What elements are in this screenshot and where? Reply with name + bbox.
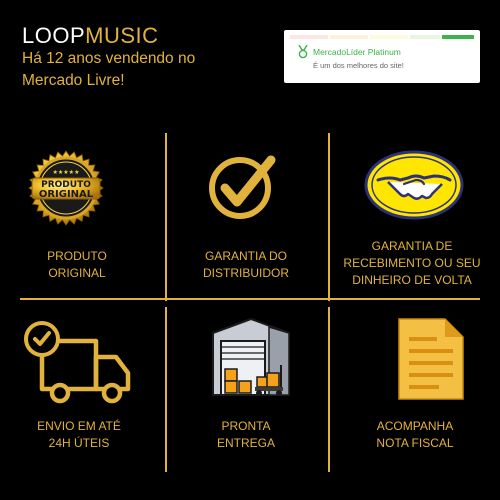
feature-label-pronta-entrega: PRONTA ENTREGA (166, 418, 326, 452)
grid-divider (20, 298, 480, 300)
brand-music: MUSIC (85, 23, 159, 48)
tagline: Há 12 anos vendendo no Mercado Livre! (22, 48, 262, 92)
delivery-truck-icon (24, 321, 131, 404)
medal-icon (298, 45, 308, 59)
gold-seal-icon: ★★★★★ PRODUTO ORIGINAL (28, 150, 104, 226)
feature-label-line: DINHEIRO DE VOLTA (352, 273, 472, 287)
warehouse-icon (212, 317, 290, 396)
feature-label-line: GARANTIA DE (371, 239, 453, 253)
seal-text-original: ORIGINAL (39, 189, 94, 200)
grid-divider (165, 133, 167, 301)
tagline-line-2: Mercado Livre! (22, 72, 125, 89)
brand-logo: LOOPMUSIC (22, 24, 159, 48)
feature-label-produto-original: PRODUTO ORIGINAL (0, 248, 157, 282)
feature-label-garantia-recebimento: GARANTIA DE RECEBIMENTO OU SEU DINHEIRO … (337, 238, 487, 289)
feature-label-line: PRONTA (221, 419, 271, 433)
feature-label-line: DISTRIBUIDOR (202, 266, 289, 280)
feature-label-envio: ENVIO EM ATÉ 24H ÚTEIS (0, 418, 159, 452)
grid-divider (328, 133, 330, 301)
seal-text-produto: PRODUTO (41, 180, 91, 190)
reputation-bar-1 (290, 35, 328, 39)
reputation-bar-5 (442, 35, 474, 39)
seal-stars: ★★★★★ (53, 169, 80, 176)
mercadolider-title: MercadoLíder Platinum (313, 47, 401, 57)
tagline-line-1: Há 12 anos vendendo no (22, 50, 196, 67)
grid-divider (328, 307, 330, 472)
feature-label-line: ENVIO EM ATÉ (37, 419, 121, 433)
mercadolider-badge: MercadoLíder Platinum É um dos melhores … (284, 30, 480, 83)
mercadolider-subtitle: É um dos melhores do site! (313, 61, 404, 70)
reputation-bar-3 (370, 35, 408, 39)
feature-label-line: GARANTIA DO (204, 249, 287, 263)
handshake-icon (364, 150, 464, 220)
feature-label-line: NOTA FISCAL (376, 436, 454, 450)
feature-label-line: ENTREGA (216, 436, 275, 450)
feature-label-garantia-distribuidor: GARANTIA DO DISTRIBUIDOR (166, 248, 326, 282)
feature-label-nota-fiscal: ACOMPANHA NOTA FISCAL (350, 418, 480, 452)
feature-label-line: 24H ÚTEIS (48, 436, 110, 450)
brand-loop: LOOP (22, 23, 86, 48)
feature-label-line: ACOMPANHA (376, 419, 454, 433)
grid-divider (165, 307, 167, 472)
feature-label-line: RECEBIMENTO OU SEU (343, 256, 481, 270)
reputation-bar-2 (330, 35, 368, 39)
invoice-document-icon (398, 318, 464, 400)
feature-label-line: PRODUTO (47, 249, 107, 263)
reputation-bar-4 (410, 35, 440, 39)
feature-label-line: ORIGINAL (48, 266, 106, 280)
checkmark-circle-icon (209, 155, 276, 219)
